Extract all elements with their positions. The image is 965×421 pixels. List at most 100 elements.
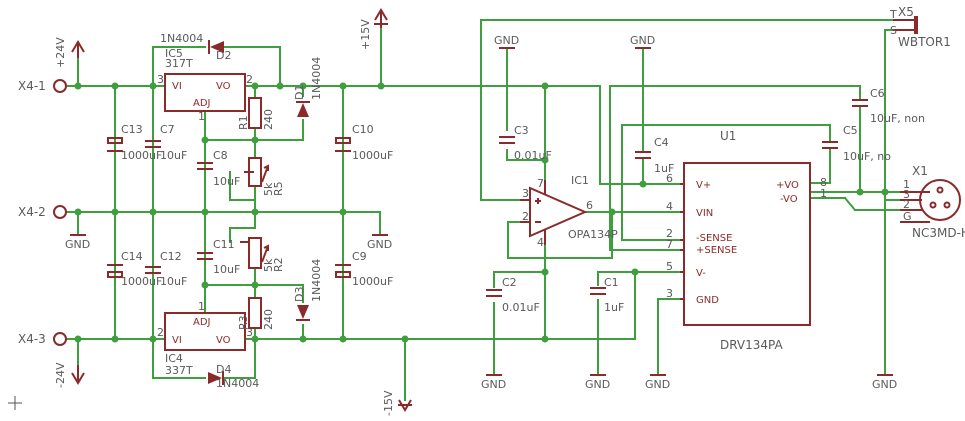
svg-text:C10: C10 [352, 123, 374, 136]
svg-text:6: 6 [666, 172, 673, 185]
diode-d3: D3 1N4004 [293, 259, 323, 321]
rail-minus-24v: -24V [54, 362, 85, 388]
svg-text:2: 2 [666, 227, 673, 240]
svg-text:240: 240 [262, 109, 275, 130]
svg-text:C4: C4 [654, 136, 669, 149]
gnd-mid: GND [367, 234, 392, 251]
ic5-part: 317T [165, 57, 193, 70]
svg-text:2: 2 [903, 198, 910, 211]
gnd-drv: GND [645, 374, 670, 391]
diode-d1: D1 1N4004 [293, 57, 323, 117]
svg-text:C7: C7 [160, 123, 175, 136]
svg-text:1000uF: 1000uF [121, 275, 162, 288]
svg-text:R5: R5 [272, 181, 285, 196]
svg-text:10uF: 10uF [213, 263, 240, 276]
terminal-x4-2: X4-2 [18, 205, 67, 219]
svg-text:5: 5 [666, 260, 673, 273]
svg-text:8: 8 [820, 176, 827, 189]
svg-text:C2: C2 [502, 276, 517, 289]
svg-text:1uF: 1uF [654, 162, 674, 175]
rail-minus-24v-label: -24V [54, 362, 67, 388]
capacitor-c3: C3 0.01uF [499, 124, 552, 162]
opamp-name: IC1 [571, 174, 589, 187]
svg-text:R1: R1 [237, 115, 250, 130]
svg-text:3: 3 [522, 187, 529, 200]
resistor-r1: R1 240 [237, 97, 275, 130]
rail-plus-15v: +15V [359, 8, 388, 50]
svg-text:C6: C6 [870, 87, 885, 100]
resistor-r2: R2 5k [240, 237, 285, 272]
svg-text:10uF: 10uF [160, 275, 187, 288]
svg-text:-SENSE: -SENSE [696, 233, 732, 244]
svg-text:10uF, non: 10uF, non [870, 112, 925, 125]
drv-part: DRV134PA [720, 338, 784, 352]
svg-text:1N4004: 1N4004 [160, 32, 203, 45]
connector-x5: T S X5 WBTOR1 [889, 5, 951, 49]
rail-plus-24v: +24V [54, 37, 85, 68]
ic4-part: 337T [165, 364, 193, 377]
svg-text:R3: R3 [237, 315, 250, 330]
regulator-ic5: VI VO ADJ IC5 317T 3 2 1 [157, 47, 253, 123]
svg-text:V-: V- [696, 268, 706, 279]
svg-text:G: G [903, 210, 912, 223]
gnd-c3: GND [494, 34, 519, 49]
svg-text:GND: GND [367, 238, 392, 251]
capacitor-c2: C2 0.01uF [486, 276, 540, 314]
svg-text:C3: C3 [514, 124, 529, 137]
svg-text:240: 240 [262, 309, 275, 330]
capacitor-c7: C7 10uF [145, 123, 187, 162]
gnd-symbols: GND GND GND GND GND GND GND GND [65, 34, 897, 391]
svg-text:10uF: 10uF [213, 175, 240, 188]
svg-text:C12: C12 [160, 250, 182, 263]
regulator-ic4: ADJ VI VO IC4 337T 2 3 1 [157, 300, 253, 377]
resistor-r5: R5 5k [244, 157, 285, 196]
svg-text:+VO: +VO [776, 180, 799, 191]
svg-text:C11: C11 [213, 238, 235, 251]
svg-text:GND: GND [481, 378, 506, 391]
gnd-c2: GND [481, 374, 506, 391]
gnd-c4: GND [630, 34, 655, 49]
junctions [74, 82, 889, 343]
svg-text:C9: C9 [352, 250, 367, 263]
svg-text:4: 4 [666, 200, 673, 213]
capacitor-c11: C11 10uF [197, 238, 240, 276]
rail-plus-15v-label: +15V [359, 19, 372, 50]
svg-text:2: 2 [246, 73, 253, 86]
opamp-part: OPA134P [568, 228, 618, 241]
svg-text:7: 7 [666, 238, 673, 251]
rail-minus-15v: -15V [382, 390, 412, 416]
svg-text:3: 3 [246, 326, 253, 339]
svg-text:T: T [889, 8, 897, 21]
svg-text:R2: R2 [272, 257, 285, 272]
svg-text:GND: GND [585, 378, 610, 391]
svg-text:C8: C8 [213, 149, 228, 162]
terminal-x4-2-label: X4-2 [18, 205, 46, 219]
svg-text:2: 2 [522, 210, 529, 223]
svg-text:ADJ: ADJ [193, 98, 211, 109]
capacitor-c6: C6 10uF, non [852, 87, 925, 125]
svg-text:1N4004: 1N4004 [310, 259, 323, 302]
svg-text:NC3MD-H: NC3MD-H [912, 226, 965, 240]
terminal-x4-1: X4-1 [18, 79, 67, 93]
svg-text:GND: GND [872, 378, 897, 391]
svg-text:GND: GND [630, 34, 655, 47]
svg-text:GND: GND [696, 295, 719, 306]
terminal-x4-3: X4-3 [18, 332, 67, 346]
svg-text:5k: 5k [262, 182, 275, 196]
svg-text:D3: D3 [293, 287, 306, 302]
svg-text:5k: 5k [262, 258, 275, 272]
capacitor-c12: C12 10uF [145, 250, 187, 288]
svg-text:1N4004: 1N4004 [310, 57, 323, 100]
capacitor-c8: C8 10uF [197, 149, 240, 188]
svg-text:3: 3 [666, 287, 673, 300]
svg-text:WBTOR1: WBTOR1 [898, 35, 951, 49]
svg-text:4: 4 [537, 236, 544, 249]
svg-text:1uF: 1uF [604, 301, 624, 314]
diode-d2: 1N4004 D2 [160, 32, 231, 62]
svg-text:C14: C14 [121, 250, 143, 263]
svg-text:1: 1 [198, 300, 205, 313]
svg-text:D4: D4 [216, 363, 231, 376]
svg-text:VO: VO [216, 335, 231, 346]
svg-text:1N4004: 1N4004 [216, 377, 259, 390]
